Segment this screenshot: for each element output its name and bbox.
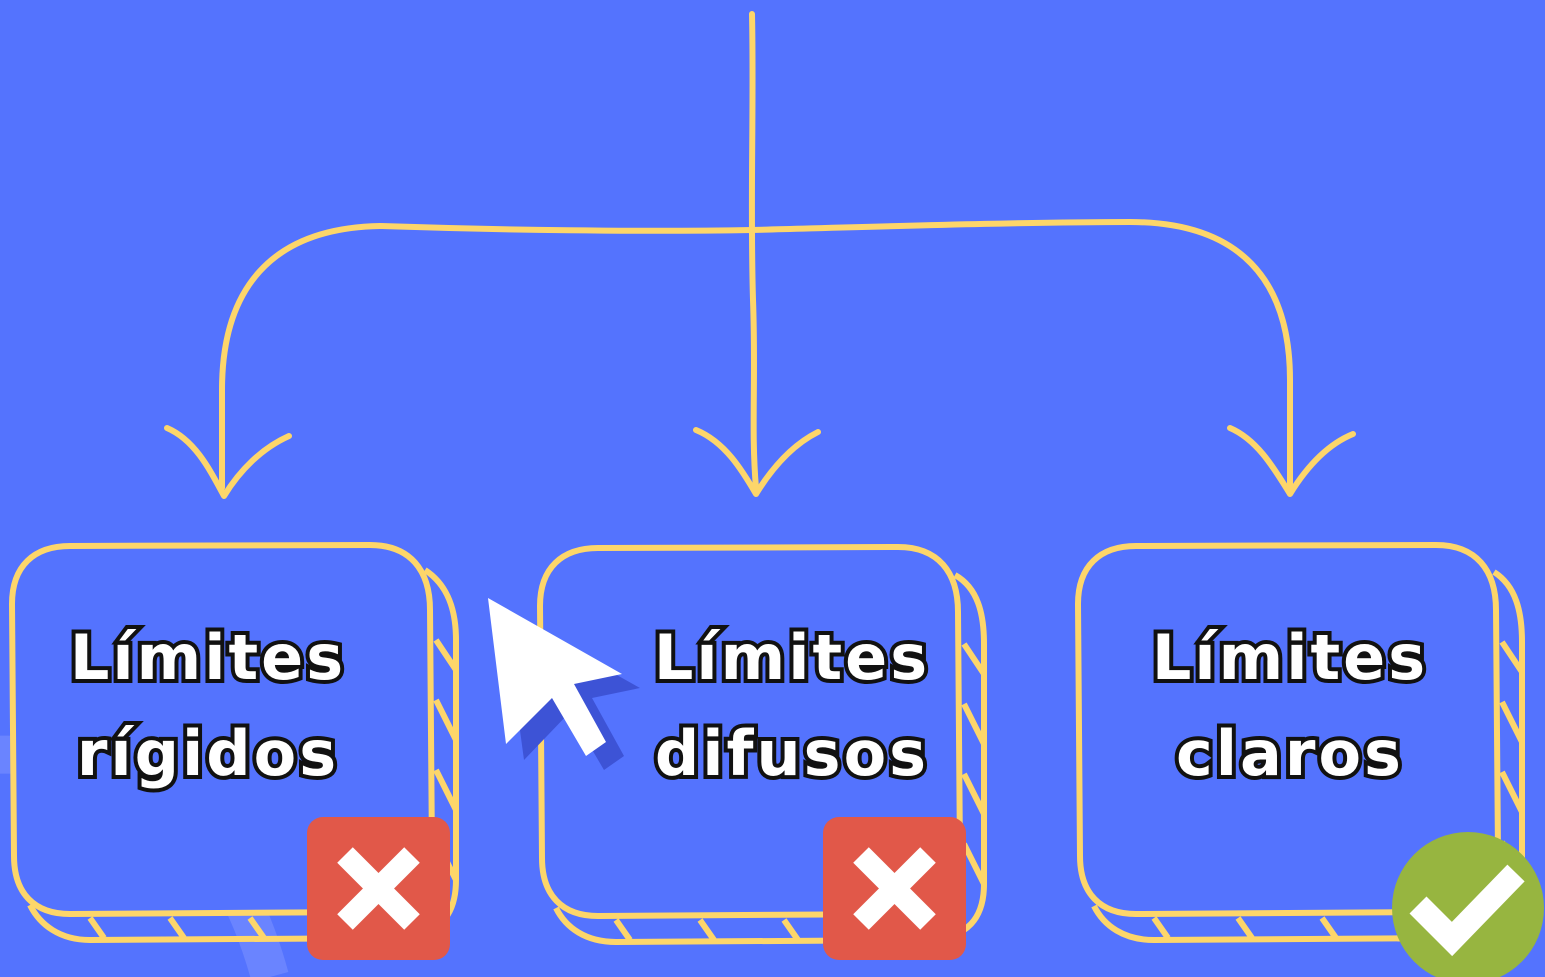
label-claros-line2: claros: [1172, 713, 1405, 794]
right-branch-curve: [1127, 219, 1293, 491]
left-branch-curve: [219, 223, 383, 491]
arrowhead-center: [693, 427, 821, 497]
label-difusos-line1: Límites: [650, 617, 931, 698]
close-icon: [337, 847, 420, 930]
arrowhead-left: [164, 425, 292, 499]
right-badge-bg: [1392, 832, 1544, 977]
box-difusos-hatch: [613, 642, 987, 942]
vertical-trunk-line: [748, 11, 759, 491]
cursor-body: [488, 598, 622, 756]
horizontal-branch-line: [377, 219, 1133, 234]
right-badge: [1392, 832, 1544, 977]
arrowhead-right: [1227, 425, 1356, 497]
label-rigidos-line1: Límites: [66, 617, 347, 698]
close-icon: [853, 847, 936, 930]
check-icon: [1409, 864, 1525, 957]
wrong-badge-2: [823, 817, 966, 960]
label-difusos-line2: difusos: [651, 713, 930, 794]
label-claros-line1: Límites: [1148, 617, 1429, 698]
connector-lines: [164, 11, 1356, 499]
label-rigidos-line2: rígidos: [73, 713, 340, 794]
label-rigidos: Límites rígidos: [8, 610, 408, 802]
mouse-cursor-icon: [488, 598, 640, 770]
box-difusos-back: [553, 572, 987, 945]
label-claros: Límites claros: [1090, 610, 1490, 802]
wrong-badge-1: [307, 817, 450, 960]
label-difusos: Límites difusos: [592, 610, 992, 802]
